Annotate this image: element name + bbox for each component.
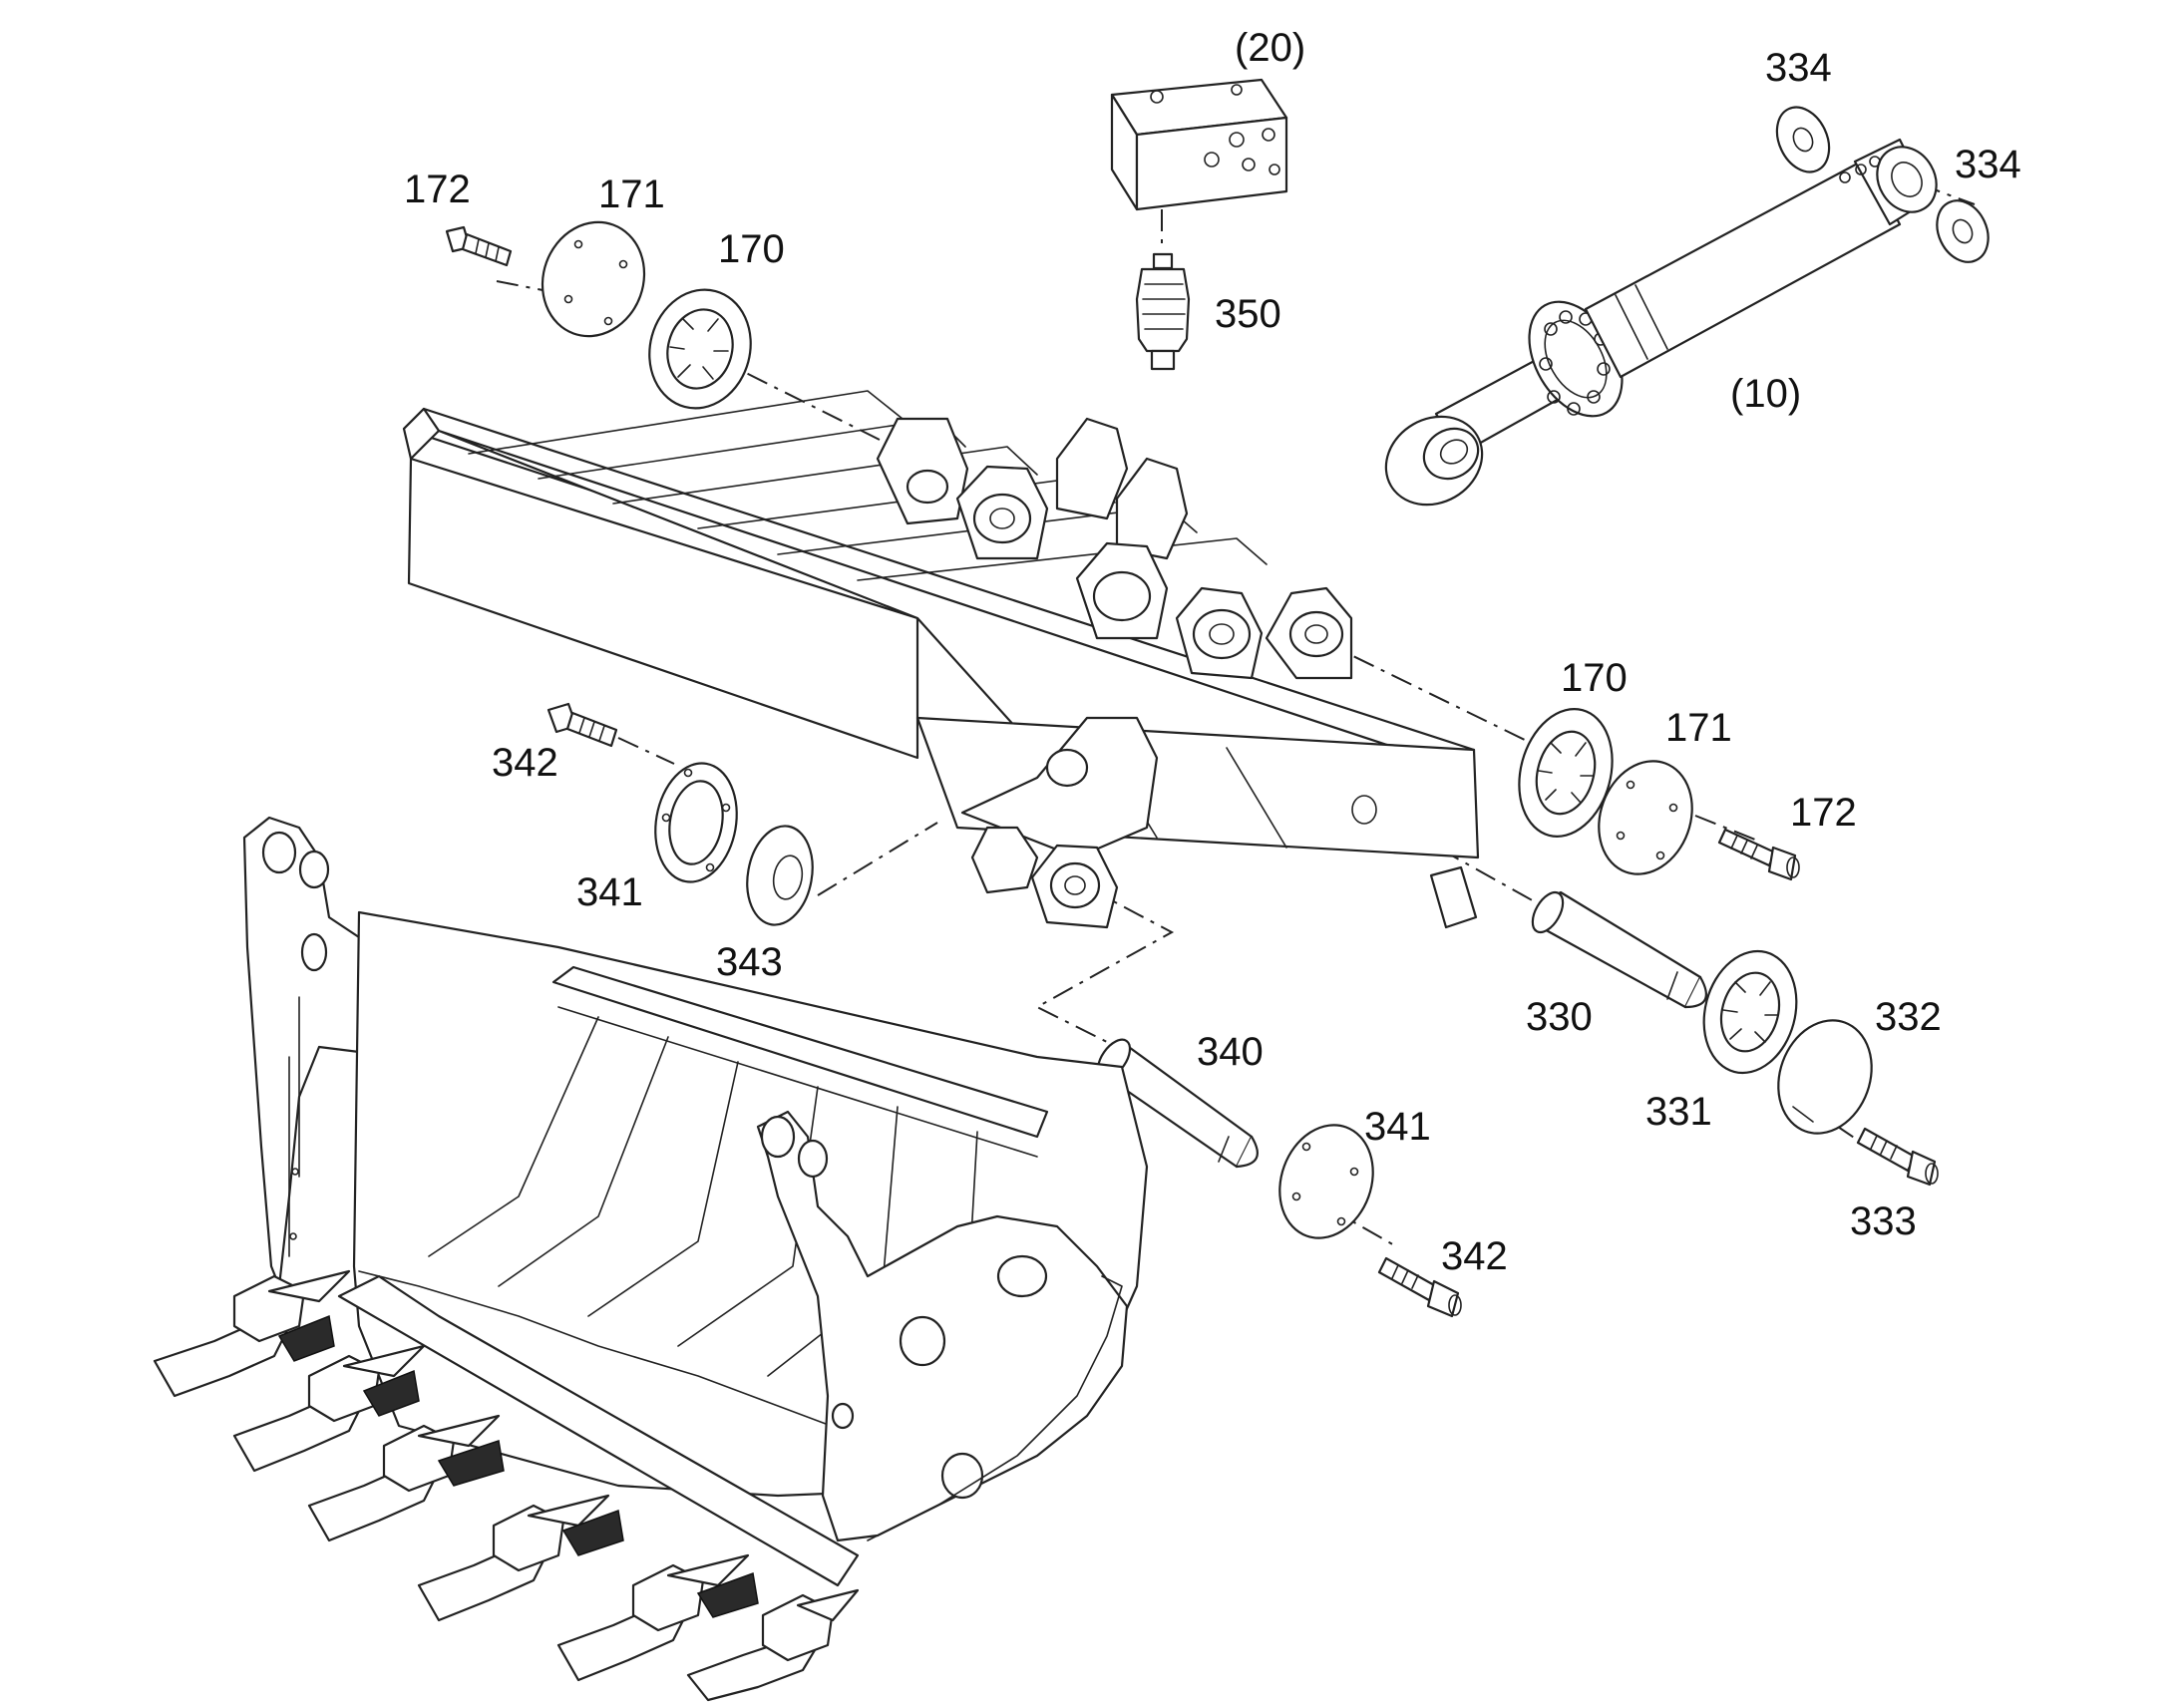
cover-171-top [541, 220, 646, 338]
ring-331 [1702, 949, 1798, 1075]
leader-332-333 [1834, 1124, 1876, 1153]
label-part-172-top: 172 [404, 168, 471, 211]
label-part-341-bottom: 341 [1364, 1105, 1431, 1149]
cover-341-bottom [1278, 1124, 1374, 1239]
leader-bracket-340 [1034, 886, 1175, 1043]
label-part-331: 331 [1645, 1090, 1712, 1134]
label-part-334-right: 334 [1955, 143, 2021, 186]
bolt-342-bottom [1377, 1256, 1462, 1318]
bolt-333 [1856, 1127, 1939, 1187]
label-part-171-top: 171 [598, 172, 665, 216]
leader-bracket-170 [1315, 637, 1532, 744]
flange-341-left [654, 762, 738, 883]
label-part-172-right: 172 [1790, 791, 1857, 835]
label-part-170-top: 170 [718, 227, 785, 271]
tooth-5 [556, 1553, 759, 1682]
washer-334-right [1936, 199, 1990, 263]
tooth-6 [686, 1588, 860, 1702]
label-part-332: 332 [1875, 995, 1942, 1039]
hydraulic-cylinder-10 [1384, 138, 1938, 507]
label-part-334-top: 334 [1765, 46, 1832, 90]
washer-334-top [1775, 106, 1831, 173]
valve-block-20 [1110, 78, 1288, 211]
label-part-171-right: 171 [1665, 706, 1732, 750]
label-part-342-left: 342 [492, 741, 558, 785]
tooth-4 [417, 1494, 624, 1622]
bolt-342-left [546, 702, 618, 748]
leader-170-bracket [709, 354, 899, 450]
bucket-teeth [153, 1269, 860, 1702]
fitting-350 [1135, 252, 1191, 371]
tooth-3 [307, 1414, 505, 1542]
label-part-170-right: 170 [1561, 656, 1628, 700]
label-assembly-10: (10) [1730, 372, 1802, 416]
bolt-172-top [445, 225, 513, 267]
label-part-350: 350 [1215, 292, 1281, 336]
label-part-342-bottom: 342 [1441, 1234, 1508, 1278]
tooth-2 [232, 1344, 426, 1473]
label-part-343: 343 [716, 940, 783, 984]
ring-170-right [1518, 708, 1614, 838]
label-part-341-left: 341 [576, 870, 643, 914]
leader-342-341 [617, 737, 675, 765]
leader-171-172 [1694, 815, 1756, 841]
washer-343 [746, 825, 814, 926]
label-part-330: 330 [1526, 995, 1593, 1039]
label-assembly-20: (20) [1235, 26, 1306, 70]
cover-171-right [1598, 760, 1693, 875]
label-part-333: 333 [1850, 1199, 1917, 1243]
tooth-1 [153, 1269, 351, 1398]
leader-343-bracket [817, 822, 938, 896]
ring-170-top [648, 288, 752, 410]
bucket [242, 816, 1149, 1587]
pin-330 [1531, 890, 1707, 1009]
label-part-340: 340 [1197, 1030, 1264, 1074]
mounting-frame [402, 390, 1480, 929]
cover-332 [1777, 1019, 1873, 1135]
bolt-172-right [1717, 828, 1800, 881]
